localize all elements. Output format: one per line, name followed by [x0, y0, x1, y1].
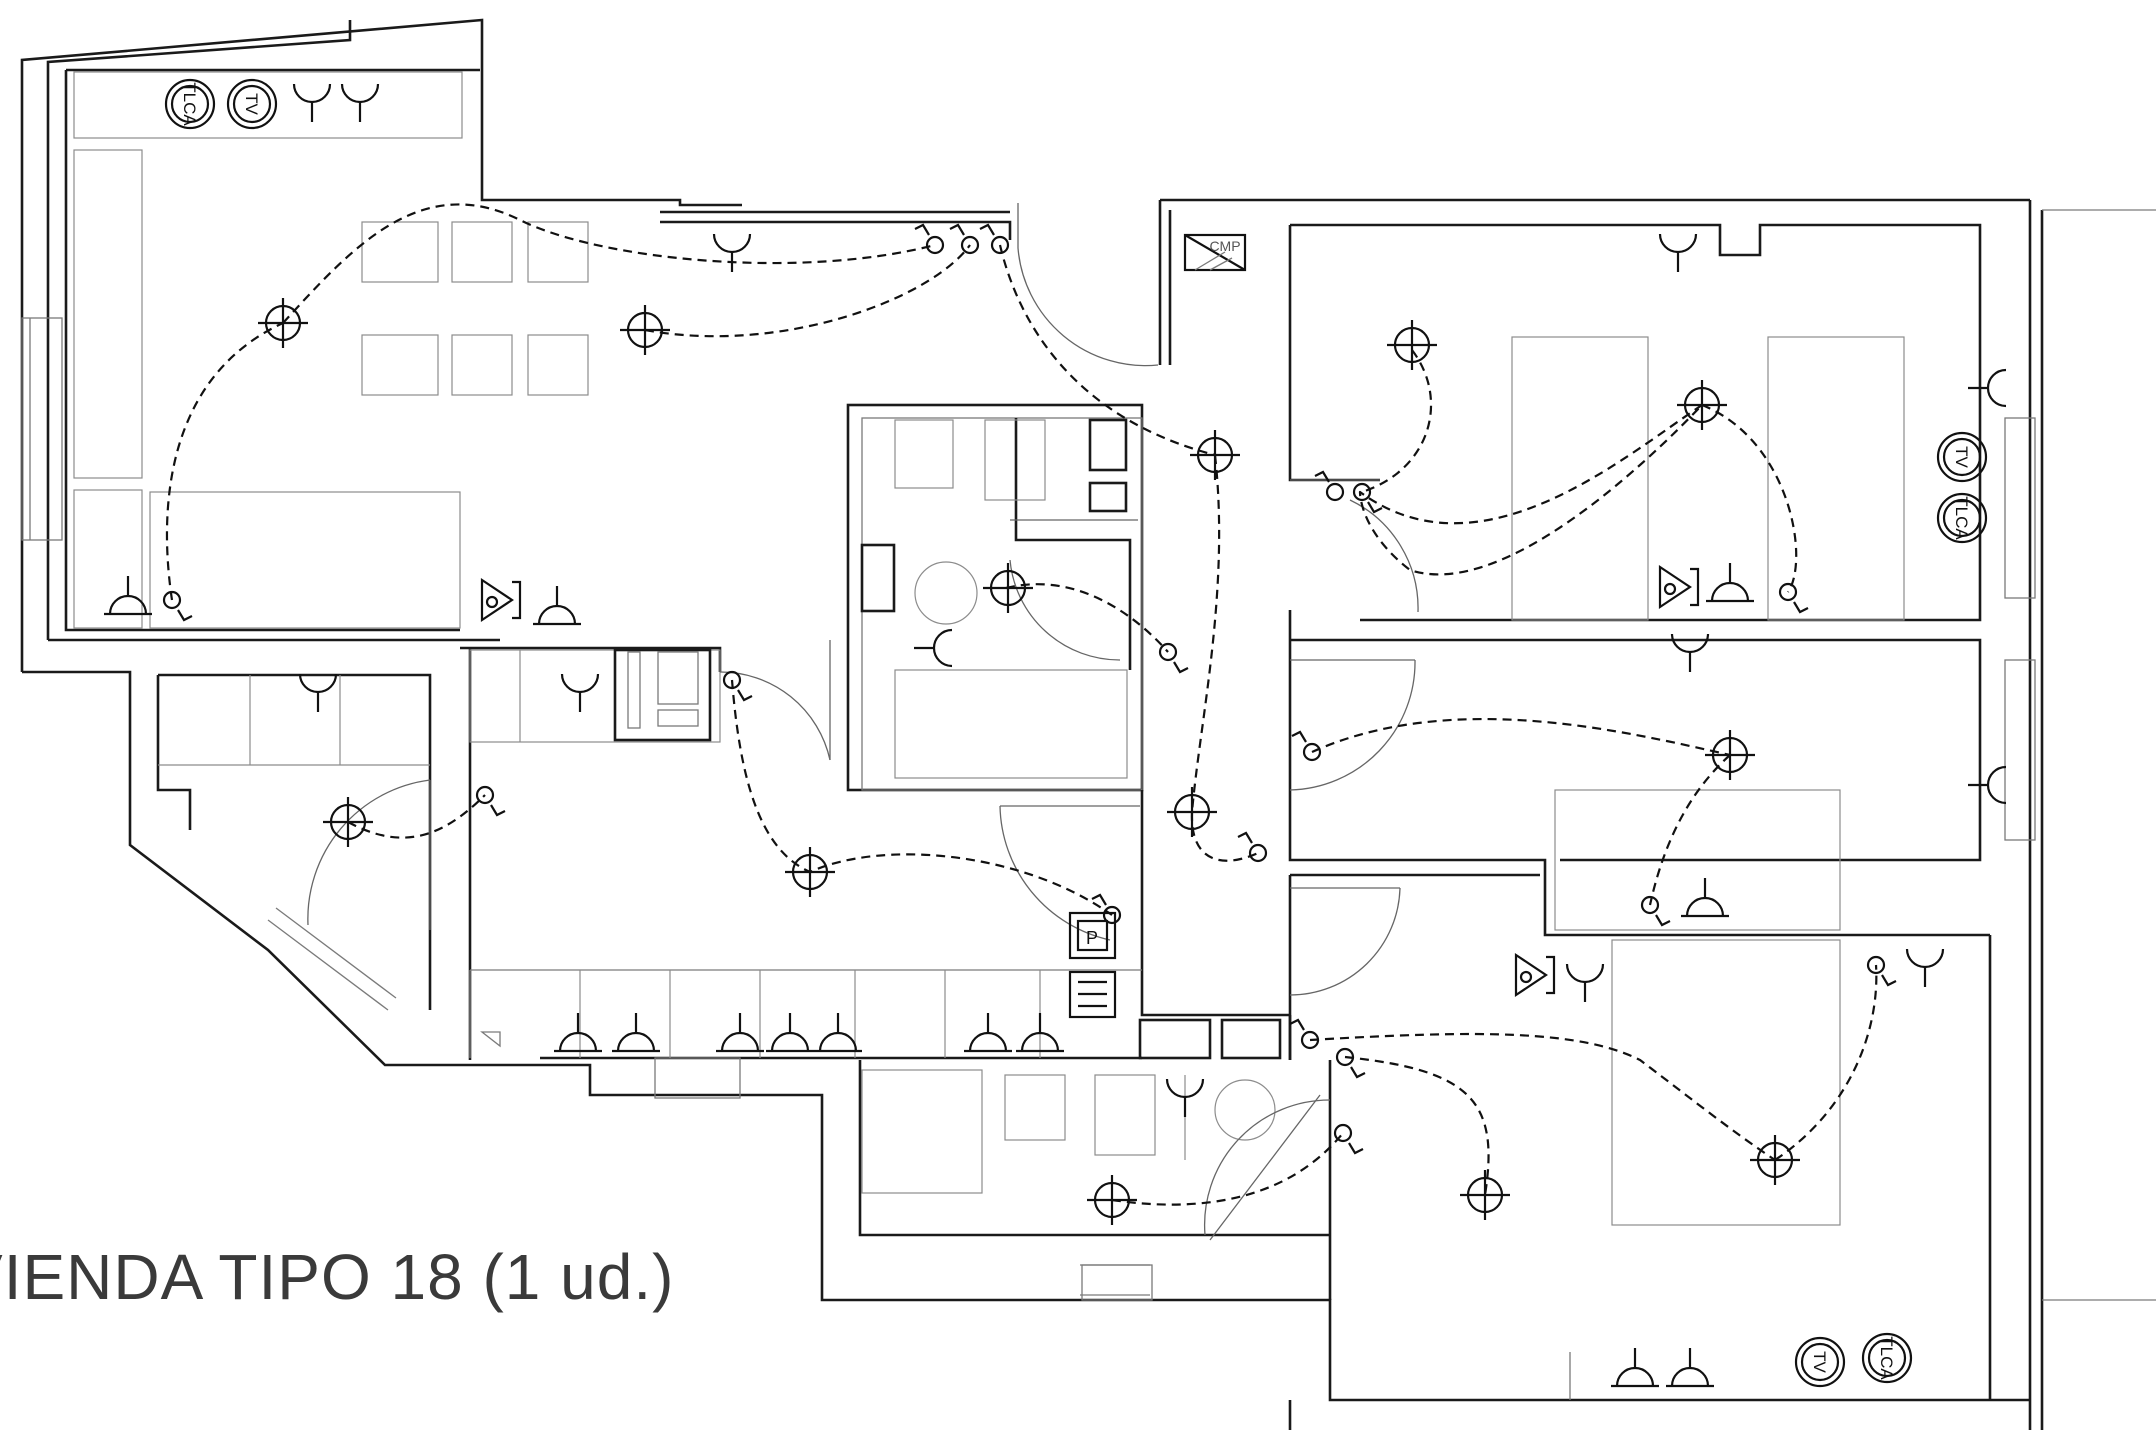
socket-icon	[764, 1011, 816, 1053]
socket-icon	[1704, 561, 1756, 603]
tv-label: TV	[242, 93, 261, 115]
socket-icon	[531, 584, 583, 626]
marker-icon	[480, 1031, 501, 1048]
switch-icon	[1288, 1018, 1320, 1050]
switch-icon	[1158, 642, 1190, 674]
switch-icon	[1236, 831, 1268, 863]
socket-icon	[1966, 368, 2008, 408]
socket-icon	[1565, 962, 1605, 1004]
switch-icon	[913, 223, 945, 255]
tv-socket-icon: TV	[226, 78, 278, 130]
switch-icon	[1290, 730, 1322, 762]
light-point-icon	[981, 561, 1035, 615]
socket-icon	[714, 1011, 766, 1053]
tv-label: TV	[1952, 446, 1971, 468]
light-point-icon	[321, 795, 375, 849]
tlca-socket-icon: TLCA	[1936, 492, 1988, 544]
tv-tlca-sockets: TLCA TV TV TLCA TV TLCA	[164, 78, 1988, 1388]
cmp-label: CMP	[1209, 238, 1240, 254]
switch-icon	[1335, 1047, 1367, 1079]
light-point-icon	[1385, 318, 1439, 372]
socket-icon	[1658, 232, 1698, 274]
light-point-icon	[1703, 728, 1757, 782]
electrical-panel-icon: P	[1068, 911, 1117, 1019]
socket-icon	[1609, 1346, 1661, 1388]
socket-icon	[1966, 765, 2008, 805]
telephone-socket-icon	[1658, 565, 1700, 609]
light-point-icon	[256, 296, 310, 350]
socket-icon	[1905, 947, 1945, 989]
switch-icon	[948, 223, 980, 255]
socket-icon	[340, 82, 380, 124]
socket-icon	[1679, 876, 1731, 918]
light-point-icon	[1748, 1133, 1802, 1187]
switch-icon	[475, 785, 507, 817]
panel-label: P	[1086, 928, 1098, 948]
tv-label: TV	[1810, 1351, 1829, 1373]
exterior-walls	[20, 18, 2156, 1430]
cmp-box-icon: CMP	[1183, 233, 1247, 272]
tv-socket-icon: TV	[1794, 1336, 1846, 1388]
sockets	[102, 82, 2008, 1388]
wiring	[165, 203, 1878, 1206]
socket-icon	[912, 628, 954, 668]
doors	[307, 203, 1419, 1241]
switch-icon	[1866, 955, 1898, 987]
light-point-icon	[1165, 785, 1219, 839]
switches	[162, 223, 1898, 1155]
switch-icon	[1640, 895, 1672, 927]
switch-icon	[1333, 1123, 1365, 1155]
interior-walls	[64, 68, 2036, 1400]
socket-icon	[1664, 1346, 1716, 1388]
tv-socket-icon: TV	[1936, 431, 1988, 483]
socket-icon	[560, 672, 600, 714]
switch-icon	[1352, 482, 1384, 514]
light-point-icon	[1188, 428, 1242, 482]
tlca-label: TLCA	[1877, 1336, 1896, 1380]
switch-icon	[978, 223, 1010, 255]
switch-icon	[1778, 582, 1810, 614]
socket-icon	[962, 1011, 1014, 1053]
socket-icon	[610, 1011, 662, 1053]
tlca-socket-icon: TLCA	[1861, 1332, 1913, 1384]
socket-icon	[712, 232, 752, 274]
socket-icon	[552, 1011, 604, 1053]
telephone-socket-icon	[480, 578, 522, 622]
tlca-label: TLCA	[180, 82, 199, 126]
switch-icon	[1313, 470, 1345, 502]
plan-title: VIENDA TIPO 18 (1 ud.)	[0, 1241, 675, 1313]
furniture	[73, 71, 1905, 1400]
socket-icon	[292, 82, 332, 124]
window-left	[21, 317, 63, 541]
light-point-icon	[783, 845, 837, 899]
socket-icon	[102, 574, 154, 616]
tlca-socket-icon: TLCA	[164, 78, 216, 130]
light-point-icon	[1458, 1168, 1512, 1222]
tlca-label: TLCA	[1952, 496, 1971, 540]
socket-icon	[298, 672, 338, 714]
telephone-socket-icon	[1514, 953, 1556, 997]
switch-icon	[162, 590, 194, 622]
light-point-icon	[618, 303, 672, 357]
light-points	[256, 296, 1802, 1227]
light-point-icon	[1085, 1173, 1139, 1227]
switch-icon	[722, 670, 754, 702]
